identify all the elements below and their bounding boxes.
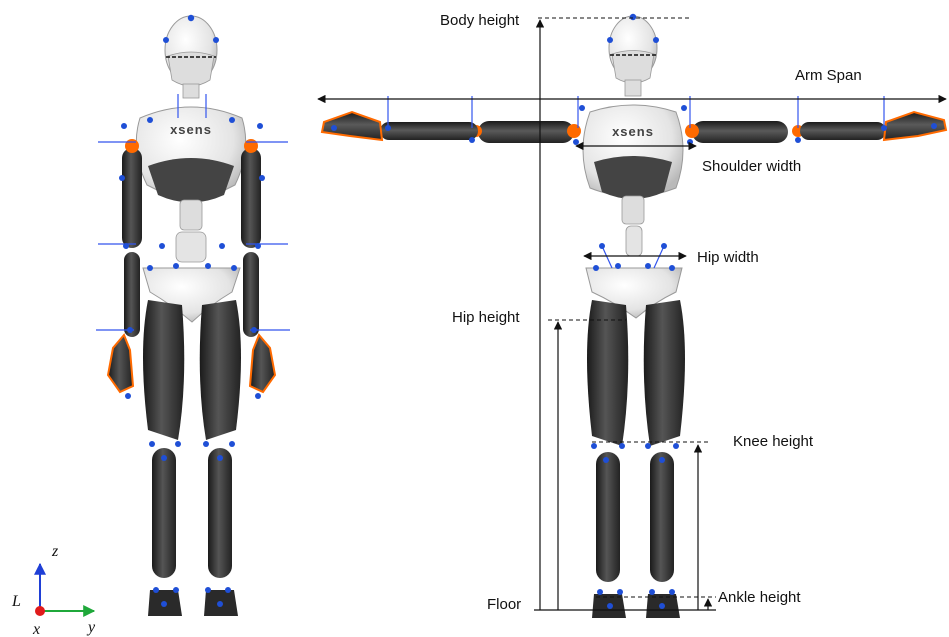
label-ankle-height: Ankle height: [718, 589, 801, 606]
waist: [176, 232, 206, 262]
tpose-right-arm: [685, 112, 946, 143]
label-shoulder-width: Shoulder width: [702, 158, 801, 175]
label-knee-height: Knee height: [733, 433, 814, 450]
y-axis-label: y: [86, 619, 96, 636]
tpose-left-arm: [322, 112, 581, 143]
tpose-legs: [587, 300, 685, 618]
npose-right-arm: [241, 139, 275, 392]
label-floor: Floor: [487, 596, 521, 613]
label-hip-height: Hip height: [452, 309, 520, 326]
label-hip-width: Hip width: [697, 249, 759, 266]
npose-brand-logo: xsens: [170, 122, 212, 137]
coordinate-frame: z y x L: [11, 543, 96, 637]
neck: [183, 84, 199, 98]
npose-legs: [143, 300, 241, 616]
tpose-brand-logo: xsens: [612, 124, 654, 139]
origin-dot: [35, 606, 45, 616]
origin-label: L: [11, 593, 21, 610]
npose-left-arm: [108, 139, 142, 392]
tpose-figure: xsens: [322, 14, 946, 618]
label-arm-span: Arm Span: [795, 67, 862, 84]
npose-figure: xsens: [96, 15, 290, 616]
x-axis-label: x: [32, 621, 40, 637]
label-body-height: Body height: [440, 12, 520, 29]
z-axis-label: z: [51, 543, 59, 560]
abdomen-band: [148, 158, 234, 203]
